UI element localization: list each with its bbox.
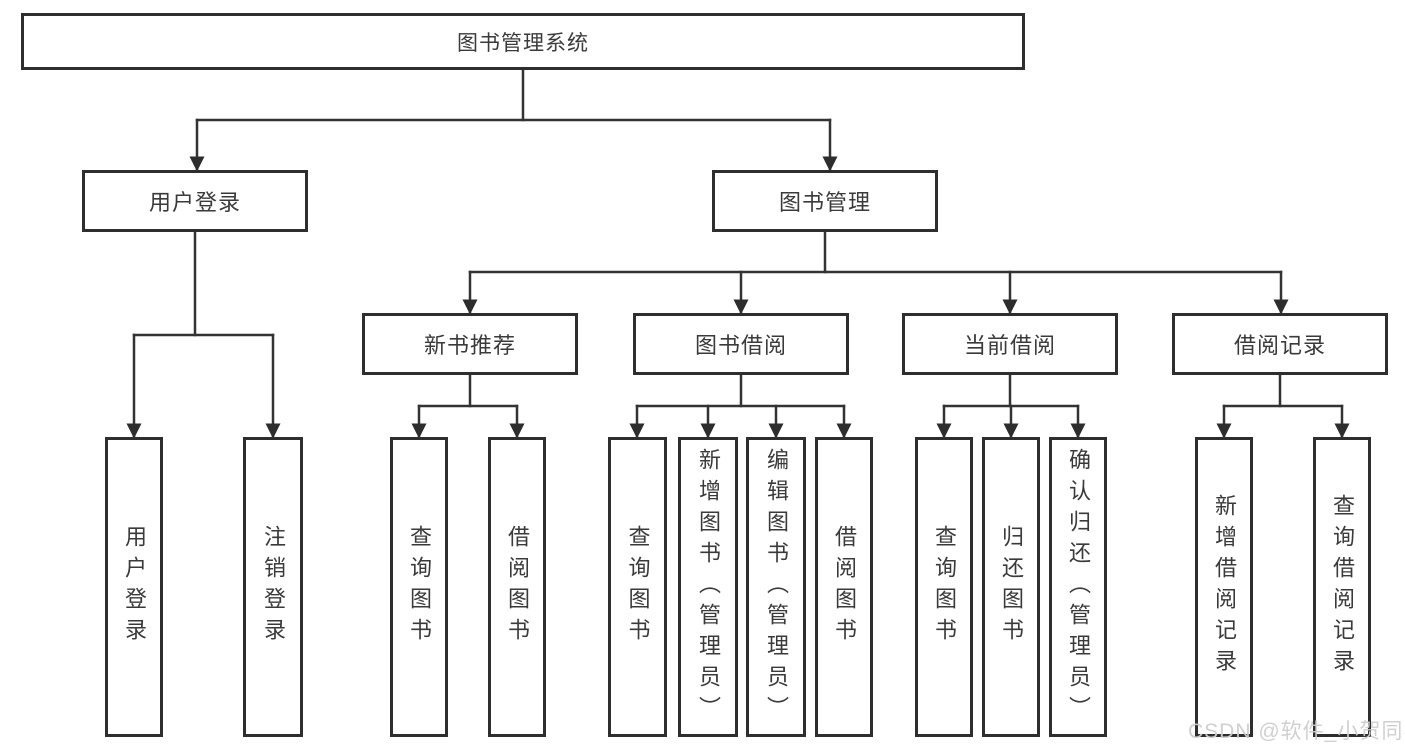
leaf-borrow-books-label: 借阅图书 (832, 525, 857, 649)
leaf-query-books-current: 查询图书 (915, 437, 973, 737)
leaf-query-borrow-record: 查询借阅记录 (1313, 437, 1371, 737)
leaf-add-books-admin: 新增图书（管理员） (678, 437, 738, 737)
leaf-query-books-current-label: 查询图书 (932, 525, 957, 649)
leaf-confirm-return-admin: 确认归还（管理员） (1049, 437, 1107, 737)
leaf-borrow-books: 借阅图书 (815, 437, 873, 737)
root-node-library-management-system: 图书管理系统 (21, 13, 1025, 70)
node-book-management: 图书管理 (712, 170, 938, 232)
leaf-borrow-books-recommend: 借阅图书 (488, 437, 546, 737)
node-user-login: 用户登录 (82, 170, 308, 232)
leaf-query-books-borrow: 查询图书 (608, 437, 667, 737)
leaf-edit-books-admin-label: 编辑图书（管理员） (764, 447, 789, 727)
csdn-watermark: CSDN @软件_小贺同学 (1188, 720, 1405, 743)
leaf-user-login-label: 用户登录 (122, 525, 147, 649)
leaf-user-login: 用户登录 (105, 437, 163, 737)
node-borrowing-records: 借阅记录 (1172, 313, 1388, 375)
leaf-query-borrow-record-label: 查询借阅记录 (1330, 494, 1355, 680)
leaf-add-borrow-record-label: 新增借阅记录 (1212, 494, 1237, 680)
leaf-return-books: 归还图书 (982, 437, 1040, 737)
node-current-borrowing: 当前借阅 (902, 313, 1118, 375)
leaf-logout-label: 注销登录 (261, 525, 286, 649)
node-book-borrowing: 图书借阅 (633, 313, 849, 375)
leaf-add-books-admin-label: 新增图书（管理员） (696, 447, 721, 727)
leaf-logout: 注销登录 (243, 437, 303, 737)
leaf-return-books-label: 归还图书 (999, 525, 1024, 649)
leaf-query-books-recommend-label: 查询图书 (407, 525, 432, 649)
leaf-borrow-books-recommend-label: 借阅图书 (505, 525, 530, 649)
leaf-confirm-return-admin-label: 确认归还（管理员） (1066, 447, 1091, 727)
node-new-book-recommendation: 新书推荐 (362, 313, 578, 375)
leaf-query-books-recommend: 查询图书 (390, 437, 448, 737)
leaf-query-books-borrow-label: 查询图书 (625, 525, 651, 649)
leaf-edit-books-admin: 编辑图书（管理员） (746, 437, 806, 737)
leaf-add-borrow-record: 新增借阅记录 (1195, 437, 1253, 737)
